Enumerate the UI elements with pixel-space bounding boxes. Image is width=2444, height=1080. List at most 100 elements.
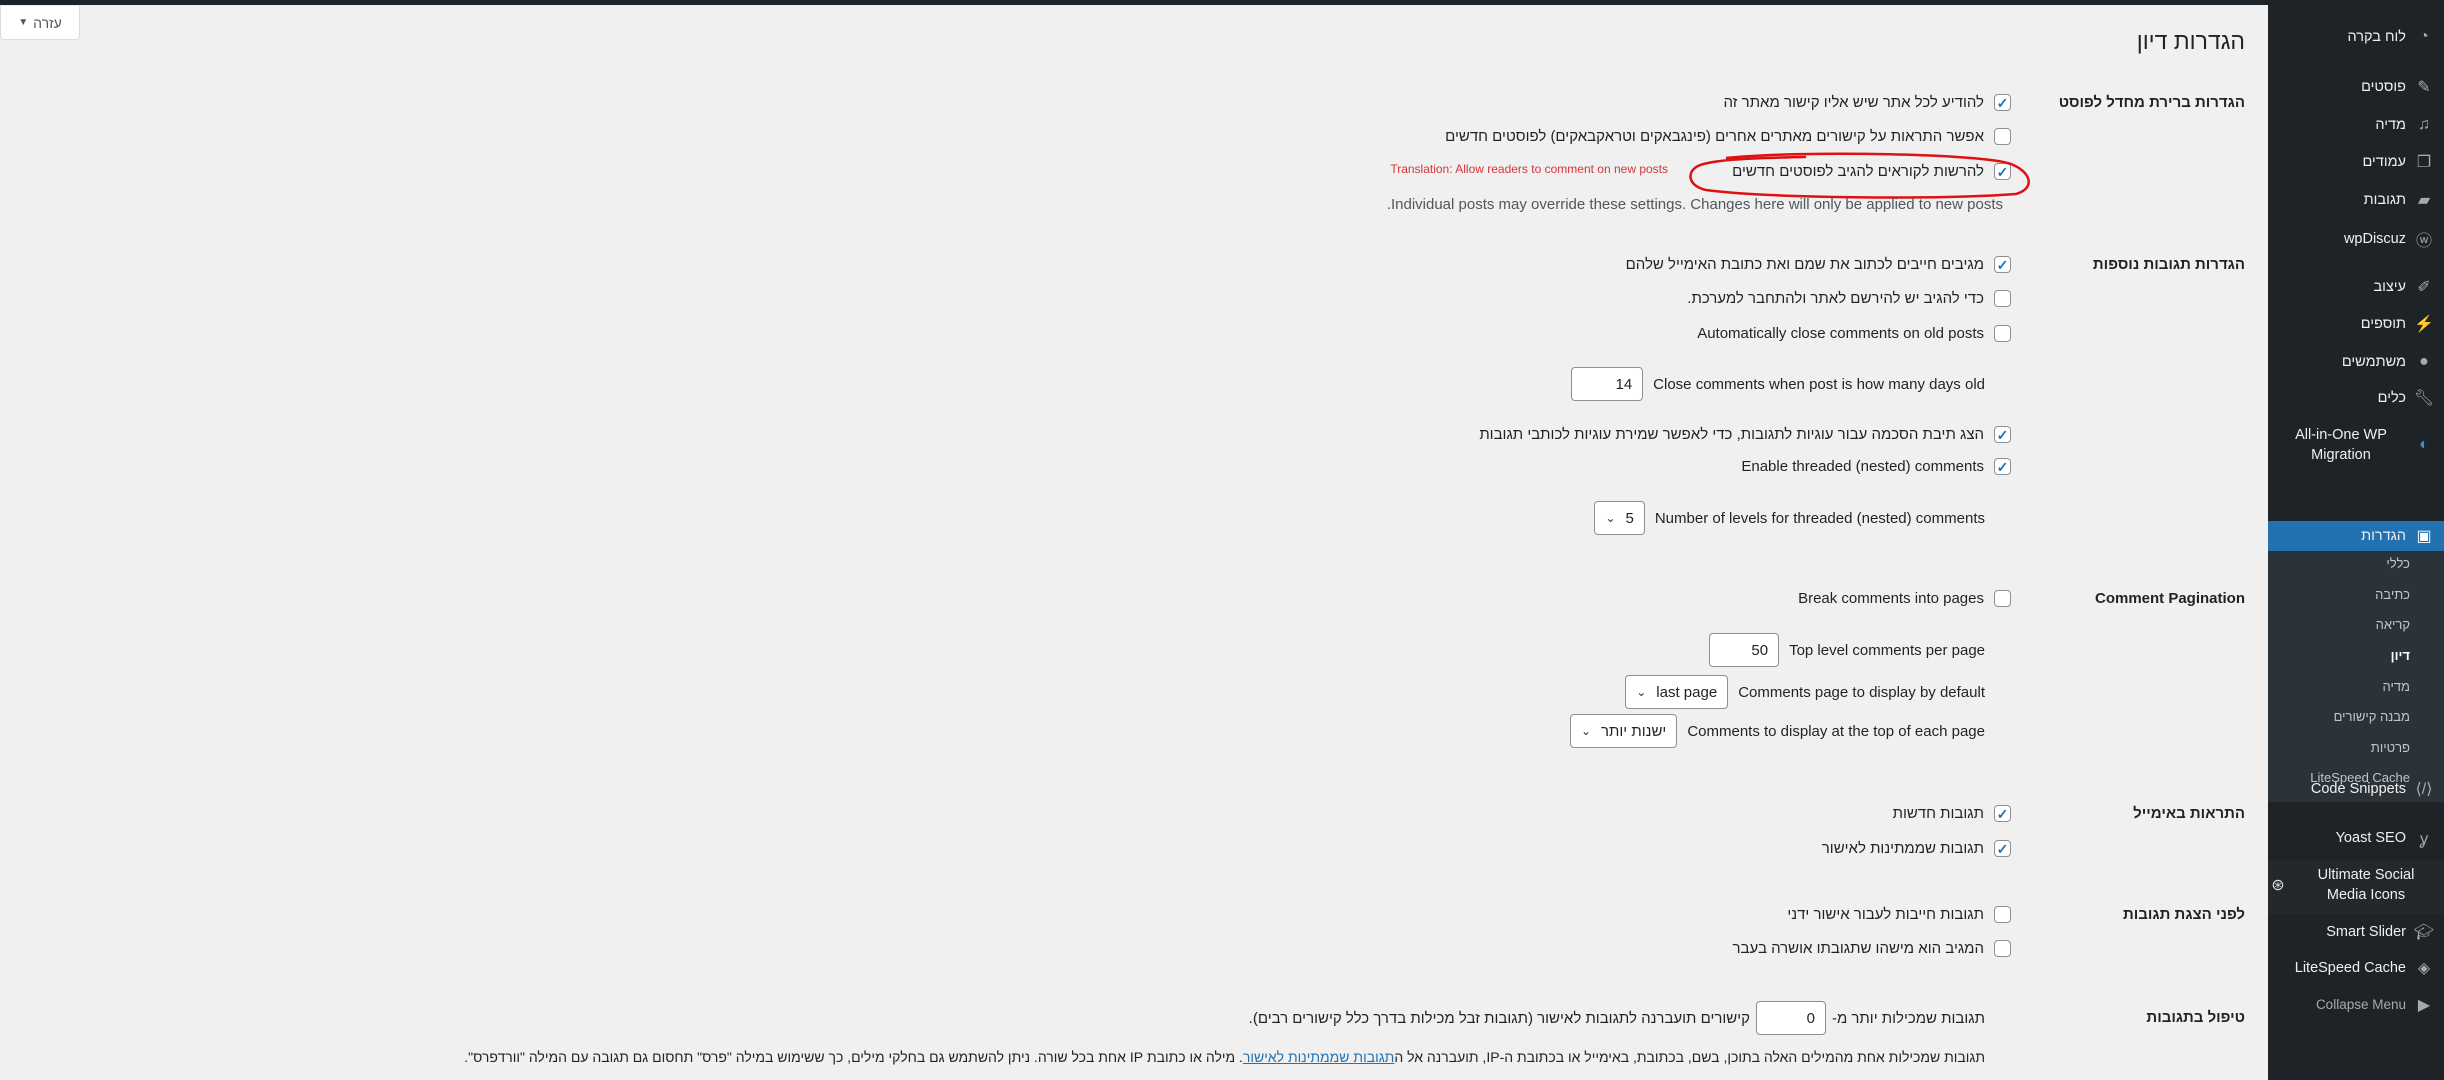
require-name-email-option[interactable]: ✓מגיבים חייבים לכתוב את שמם ואת כתובת הא… bbox=[1626, 256, 2011, 273]
submenu-general[interactable]: כללי bbox=[2386, 556, 2410, 571]
translation-annotation: Translation: Allow readers to comment on… bbox=[1390, 162, 1668, 176]
migration-icon: ◐ bbox=[2419, 436, 2429, 453]
per-page-input[interactable]: 50 bbox=[1709, 633, 1780, 667]
section-label-before: לפני הצגת תגובות bbox=[2123, 906, 2245, 923]
submenu-privacy[interactable]: פרטיות bbox=[2370, 740, 2410, 755]
code-icon: ⟨/⟩ bbox=[2415, 781, 2433, 798]
option-label: הצג תיבת הסכמה עבור עוגיות לתגובות, כדי … bbox=[1479, 426, 1984, 443]
allow-pings-option[interactable]: אפשר התראות על קישורים מאתרים אחרים (פינ… bbox=[1445, 128, 2011, 145]
auto-close-option[interactable]: Automatically close comments on old post… bbox=[1697, 325, 2011, 342]
section-label-pagination: Comment Pagination bbox=[2094, 590, 2245, 607]
menu-label: All-in-One WP Migration bbox=[2295, 427, 2387, 463]
submenu-media[interactable]: מדיה bbox=[2382, 679, 2411, 694]
allow-comments-option[interactable]: ✓להרשות לקוראים להגיב לפוסטים חדשים bbox=[1732, 163, 2011, 180]
menu-label: עמודים bbox=[2362, 154, 2406, 170]
allow-pings-checkbox[interactable] bbox=[1994, 128, 2011, 145]
sidebar-item-posts[interactable]: ✎פוסטים bbox=[2276, 77, 2434, 97]
require-name-email-checkbox[interactable]: ✓ bbox=[1994, 256, 2011, 273]
cookies-optin-checkbox[interactable]: ✓ bbox=[1994, 426, 2011, 443]
submenu-discussion[interactable]: דיון bbox=[2390, 648, 2410, 663]
cookies-optin-option[interactable]: ✓ הצג תיבת הסכמה עבור עוגיות לתגובות, כדי… bbox=[1479, 426, 2011, 443]
email-held-comments-checkbox[interactable]: ✓ bbox=[1994, 840, 2011, 857]
auto-close-checkbox[interactable] bbox=[1994, 325, 2011, 342]
section-label-other: הגדרות תגובות נוספות bbox=[2092, 256, 2245, 273]
notify-links-checkbox[interactable]: ✓ bbox=[1994, 94, 2011, 111]
sidebar-item-tools[interactable]: 🔧︎כלים bbox=[2276, 388, 2434, 408]
previously-approved-checkbox[interactable] bbox=[1994, 940, 2011, 957]
default-page-select[interactable]: ⌄ last page bbox=[1625, 675, 1729, 709]
submenu-reading[interactable]: קריאה bbox=[2375, 617, 2410, 632]
page-title: הגדרות דיון bbox=[2136, 28, 2245, 54]
menu-band bbox=[2268, 860, 2444, 914]
option-label: Automatically close comments on old post… bbox=[1697, 325, 1984, 342]
option-label: להודיע לכל אתר שיש אליו קישור מאתר זה bbox=[1723, 94, 1984, 111]
menu-label: הגדרות bbox=[2361, 528, 2406, 544]
help-button[interactable]: עזרה▼ bbox=[0, 6, 80, 40]
section-label-default-post: הגדרות ברירת מחדל לפוסט bbox=[2058, 94, 2245, 111]
manual-approval-checkbox[interactable] bbox=[1994, 906, 2011, 923]
menu-label: Yoast SEO bbox=[2335, 830, 2406, 846]
previously-approved-option[interactable]: המגיב הוא מישהו שתגובתו אושרה בעבר bbox=[1733, 940, 2011, 957]
submenu-litespeed[interactable]: LiteSpeed Cache bbox=[2310, 770, 2410, 785]
settings-icon: ▣ bbox=[2416, 528, 2432, 545]
email-held-comments-option[interactable]: ✓תגובות שממתינות לאישור bbox=[1822, 840, 2011, 857]
sidebar-item-migration[interactable]: ◐ All-in-One WP Migration bbox=[2276, 425, 2434, 465]
submenu-permalinks[interactable]: מבנה קישורים bbox=[2333, 709, 2410, 724]
admin-sidebar: ◔לוח בקרה ✎פוסטים ♫מדיה ❐עמודים ▰תגובות … bbox=[2260, 0, 2444, 1080]
litespeed-icon: ◈ bbox=[2417, 960, 2431, 977]
comment-order-select[interactable]: ⌄ ישנות יותר bbox=[1569, 714, 1678, 748]
thread-levels-label: Number of levels for threaded (nested) c… bbox=[1654, 509, 1985, 527]
notify-links-option[interactable]: ✓ להודיע לכל אתר שיש אליו קישור מאתר זה bbox=[1723, 94, 2011, 111]
close-days-label: Close comments when post is how many day… bbox=[1653, 375, 1985, 393]
threaded-checkbox[interactable]: ✓ bbox=[1994, 458, 2011, 475]
submenu-writing[interactable]: כתיבה bbox=[2375, 587, 2410, 602]
sidebar-item-litespeed[interactable]: ◈LiteSpeed Cache bbox=[2276, 958, 2434, 978]
close-days-row: Close comments when post is how many day… bbox=[1571, 367, 1985, 401]
threaded-option[interactable]: ✓Enable threaded (nested) comments bbox=[1741, 458, 2011, 475]
menu-label: תגובות bbox=[2363, 192, 2406, 208]
plugin-icon: ⚡ bbox=[2414, 316, 2434, 333]
break-pages-checkbox[interactable] bbox=[1994, 590, 2011, 607]
select-value: last page bbox=[1656, 683, 1718, 701]
chevron-down-icon: ⌄ bbox=[1636, 685, 1647, 699]
sidebar-item-smart-slider[interactable]: 🎓︎Smart Slider bbox=[2276, 922, 2434, 942]
thread-levels-row: Number of levels for threaded (nested) c… bbox=[1594, 501, 1985, 535]
sidebar-item-social-icons[interactable]: Ultimate Social Media Icons⊛ bbox=[2268, 865, 2436, 905]
chevron-down-icon: ⌄ bbox=[1580, 724, 1592, 738]
red-circle-annotation bbox=[1689, 152, 2030, 199]
email-new-comments-option[interactable]: ✓תגובות חדשות bbox=[1893, 805, 2011, 822]
moderation-links-input[interactable]: 0 bbox=[1755, 1001, 1826, 1035]
sidebar-item-settings[interactable]: ▣ הגדרות bbox=[2276, 526, 2434, 546]
sidebar-item-plugins[interactable]: ⚡ תוספים bbox=[2276, 314, 2434, 334]
break-pages-option[interactable]: Break comments into pages bbox=[1798, 590, 2011, 607]
manual-approval-option[interactable]: תגובות חייבות לעבור אישור ידני bbox=[1787, 906, 2011, 923]
media-icon: ♫ bbox=[2418, 116, 2430, 133]
select-value: ישנות יותר bbox=[1601, 722, 1667, 740]
thread-levels-select[interactable]: ⌄5 bbox=[1594, 501, 1645, 535]
pending-comments-link[interactable]: תגובות שממתינות לאישור bbox=[1242, 1049, 1395, 1065]
sidebar-item-pages[interactable]: ❐עמודים bbox=[2276, 152, 2434, 172]
menu-label: תוספים bbox=[2360, 316, 2406, 332]
require-registration-checkbox[interactable] bbox=[1994, 290, 2011, 307]
sidebar-item-users[interactable]: ● משתמשים bbox=[2276, 352, 2434, 372]
menu-label: Ultimate Social Media Icons bbox=[2317, 867, 2415, 903]
menu-label: Code Snippets bbox=[2310, 781, 2406, 797]
menu-label: משתמשים bbox=[2341, 354, 2406, 370]
require-registration-option[interactable]: כדי להגיב יש להירשם לאתר ולהתחבר למערכת. bbox=[1687, 290, 2011, 307]
sidebar-item-comments[interactable]: ▰תגובות bbox=[2276, 190, 2434, 210]
sidebar-item-appearance[interactable]: ✐עיצוב bbox=[2276, 277, 2434, 297]
sidebar-item-dashboard[interactable]: ◔לוח בקרה bbox=[2276, 27, 2434, 47]
allow-comments-checkbox[interactable]: ✓ bbox=[1994, 163, 2011, 180]
collapse-menu-button[interactable]: ▶Collapse Menu bbox=[2276, 995, 2434, 1015]
close-days-input[interactable]: 14 bbox=[1571, 367, 1644, 401]
default-page-row: Comments page to display by default⌄last… bbox=[1625, 675, 1985, 709]
email-new-comments-checkbox[interactable]: ✓ bbox=[1994, 805, 2011, 822]
section-label-moderation: טיפול בתגובות bbox=[2146, 1009, 2245, 1026]
menu-label: wpDiscuz bbox=[2343, 231, 2406, 247]
sidebar-item-code-snippets[interactable]: ⟨/⟩ Code Snippets bbox=[2276, 779, 2434, 799]
users-icon: ● bbox=[2419, 353, 2429, 370]
comment-order-row: Comments to display at the top of each p… bbox=[1569, 714, 1985, 748]
sidebar-item-media[interactable]: ♫מדיה bbox=[2276, 115, 2434, 135]
